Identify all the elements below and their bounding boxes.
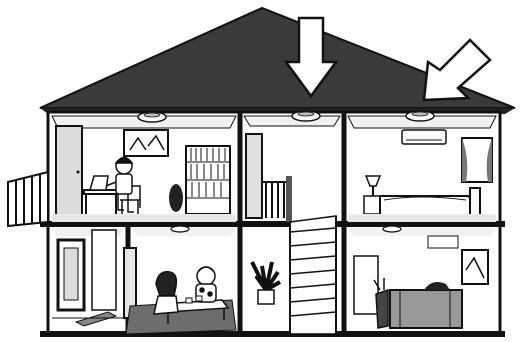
wall-picture <box>124 130 168 156</box>
wall-air-conditioner <box>402 130 446 144</box>
staircase <box>290 216 336 334</box>
smoke-detector-bedroom <box>406 111 434 121</box>
smoke-detector-utility <box>383 226 401 232</box>
diagonal-arrow-icon <box>424 40 490 100</box>
balcony-railing <box>8 172 48 226</box>
golf-bag <box>376 290 388 328</box>
smoke-detector-hall <box>292 111 320 121</box>
workbench-cabinet <box>390 290 462 328</box>
smoke-detector-study <box>138 112 166 122</box>
laptop <box>90 176 108 190</box>
smoke-detector-living <box>171 226 189 232</box>
